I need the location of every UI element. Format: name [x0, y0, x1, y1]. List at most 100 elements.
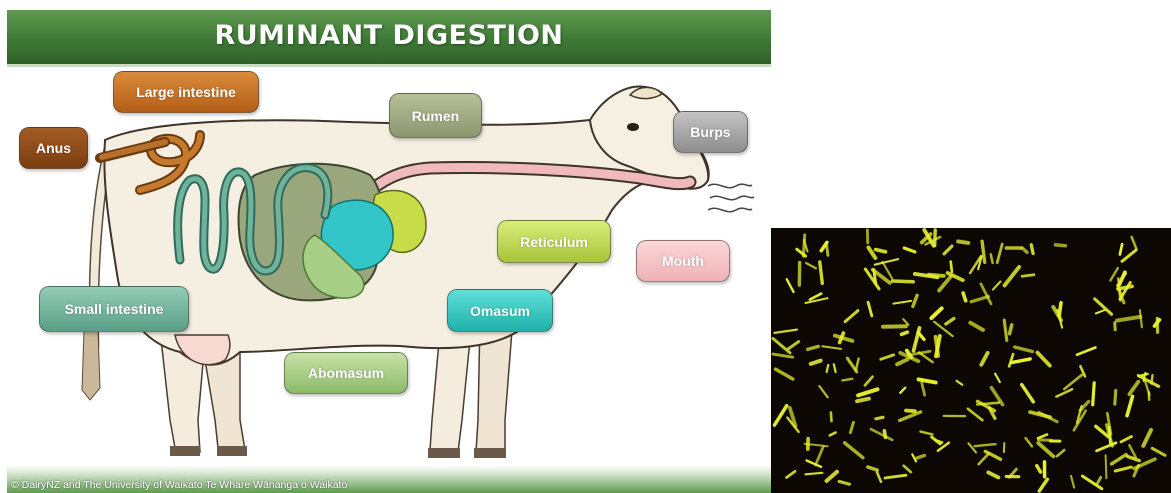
bacterium	[842, 379, 852, 381]
bacterium	[1106, 455, 1107, 478]
bacterium	[988, 472, 998, 477]
bacterium	[934, 322, 953, 336]
bacterium	[979, 454, 989, 465]
bacterium	[883, 326, 906, 327]
bacterium	[775, 406, 787, 425]
bacterium	[922, 383, 925, 395]
bacterium	[1115, 391, 1116, 405]
bacterium	[1022, 275, 1034, 277]
bacterium	[908, 351, 930, 355]
bacterium	[903, 319, 908, 325]
bacterium	[969, 443, 977, 452]
hoof	[170, 446, 200, 456]
bacterium	[1096, 310, 1105, 313]
label-rumen: Rumen	[389, 93, 482, 138]
bacterium	[944, 246, 952, 254]
bacterium	[1039, 479, 1047, 491]
bacterium	[865, 377, 873, 386]
bacterium	[1143, 430, 1151, 446]
bacterium	[951, 262, 952, 272]
label-reticulum: Reticulum	[497, 220, 611, 263]
bacterium	[881, 355, 894, 359]
bacterium	[1071, 476, 1074, 488]
label-large-intestine: Large intestine	[113, 71, 259, 113]
bacterium	[876, 417, 883, 419]
bacterium	[1115, 467, 1131, 471]
bacterium	[981, 284, 991, 304]
bacterium	[981, 353, 987, 365]
bacterium	[982, 241, 985, 262]
bacterium	[868, 467, 878, 470]
bacterium	[787, 471, 796, 477]
bacterium	[995, 374, 1000, 382]
bacterium	[822, 346, 841, 349]
bacterium	[1056, 245, 1066, 246]
bacterium	[1023, 248, 1028, 252]
bacterium	[893, 301, 911, 304]
bacterium	[839, 481, 849, 484]
bacterium	[971, 297, 988, 302]
bacterium	[827, 472, 837, 481]
bacterium	[975, 444, 996, 446]
bacterium	[871, 429, 892, 440]
bacterium	[1009, 354, 1013, 366]
burp-wave	[710, 196, 754, 200]
bacterium	[1064, 375, 1082, 389]
bacterium	[1031, 245, 1033, 254]
label-mouth: Mouth	[636, 240, 730, 282]
bacterium	[957, 381, 963, 385]
bacterium	[946, 319, 954, 325]
bacterium	[904, 466, 911, 472]
bacterium	[1120, 244, 1122, 254]
bacterium	[1152, 375, 1153, 383]
label-burps: Burps	[673, 111, 748, 153]
bacterium	[1038, 443, 1053, 456]
bacterium	[1004, 320, 1007, 340]
bacterium	[1132, 237, 1137, 249]
bacterium	[1140, 310, 1142, 327]
burp-wave	[708, 184, 752, 188]
bacterium	[1122, 250, 1136, 261]
bacterium	[847, 358, 856, 372]
bacterium	[807, 461, 821, 467]
bacterium	[892, 281, 913, 282]
hoof	[217, 446, 247, 456]
bacterium	[845, 443, 863, 458]
bacterium	[929, 275, 944, 276]
bacterium	[1037, 466, 1041, 472]
hoof	[428, 448, 460, 458]
bacterium	[830, 433, 836, 436]
bacterium	[857, 399, 869, 402]
bacterium	[787, 279, 794, 292]
bacterium	[1030, 412, 1050, 417]
tail-tuft	[82, 330, 100, 400]
bacterium	[806, 263, 816, 268]
bacterium	[789, 342, 799, 349]
bacterium	[1005, 267, 1020, 286]
bacterium	[1152, 448, 1165, 455]
bacterium	[900, 388, 905, 393]
bacteria-micrograph	[771, 228, 1171, 493]
bacterium	[1010, 325, 1012, 334]
bacterium	[1098, 478, 1101, 484]
bacterium	[900, 412, 921, 421]
bacterium	[970, 323, 983, 330]
bacterium	[920, 432, 932, 435]
bacterium	[1115, 323, 1116, 330]
credit-text: © DairyNZ and The University of Waikato …	[11, 479, 347, 491]
bacterium	[774, 330, 797, 333]
bacterium	[884, 431, 885, 438]
bacterium	[1026, 438, 1032, 446]
bacterium	[1057, 450, 1065, 456]
bacterium	[1129, 445, 1135, 457]
bacterium	[831, 413, 832, 422]
bacterium	[773, 354, 793, 357]
burp-wave	[708, 208, 752, 212]
bacterium	[897, 359, 907, 364]
bacterium	[868, 302, 872, 316]
bacterium	[820, 262, 823, 284]
bacterium	[845, 311, 858, 322]
bacterium	[935, 230, 936, 246]
ruminant-diagram-panel: RUMINANT DIGESTION	[0, 0, 780, 493]
eye	[627, 123, 639, 131]
